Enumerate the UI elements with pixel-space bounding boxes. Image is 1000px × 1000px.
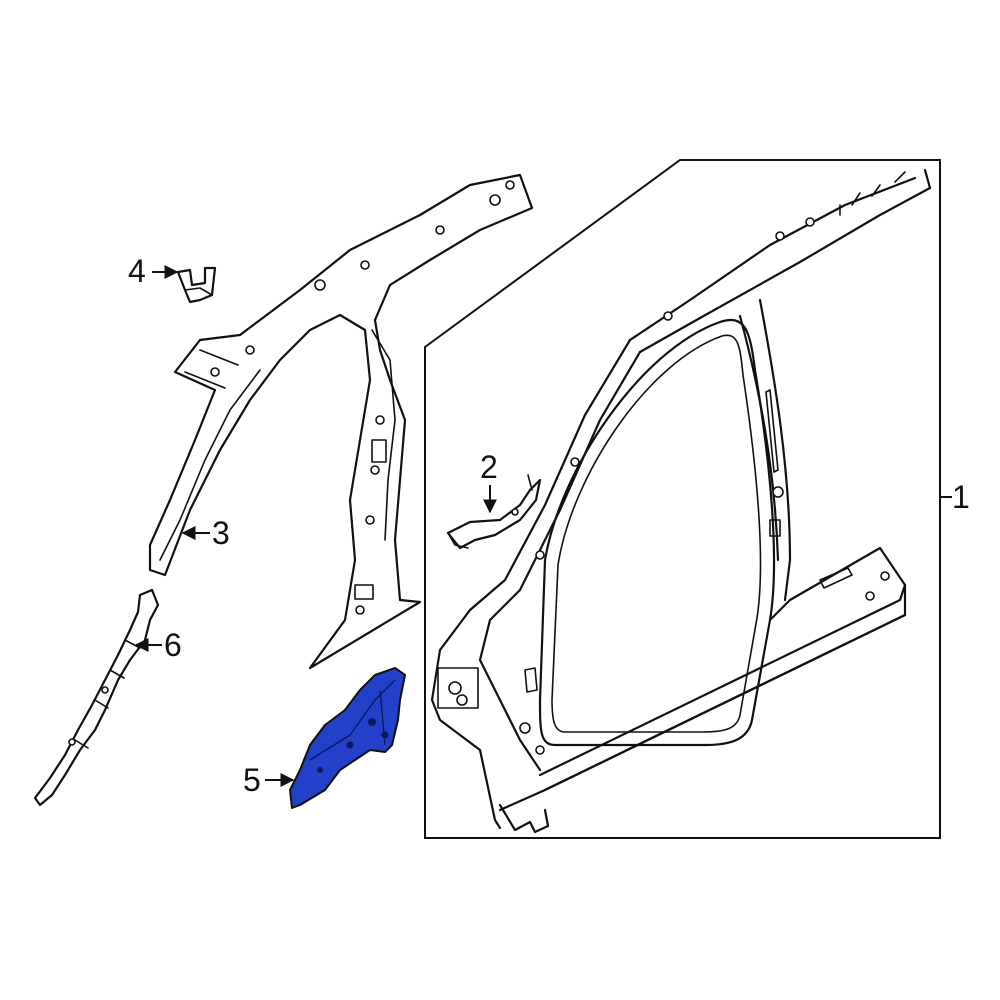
callout-5-label: 5 [243,762,261,798]
part-3-inner-pillar[interactable] [148,173,534,670]
callout-2-label: 2 [480,449,498,485]
callout-4-label: 4 [128,253,146,289]
callout-1-label: 1 [952,479,970,515]
callout-6-label: 6 [164,627,182,663]
part-5-reinforcement[interactable] [289,667,406,809]
part-4-clip[interactable] [176,266,217,304]
part-1-frame [424,159,941,839]
part-1-body-side-panel[interactable] [430,168,932,834]
part-6-strip[interactable] [33,588,160,807]
callout-3-label: 3 [212,515,230,551]
part-2-bracket[interactable] [446,474,542,550]
